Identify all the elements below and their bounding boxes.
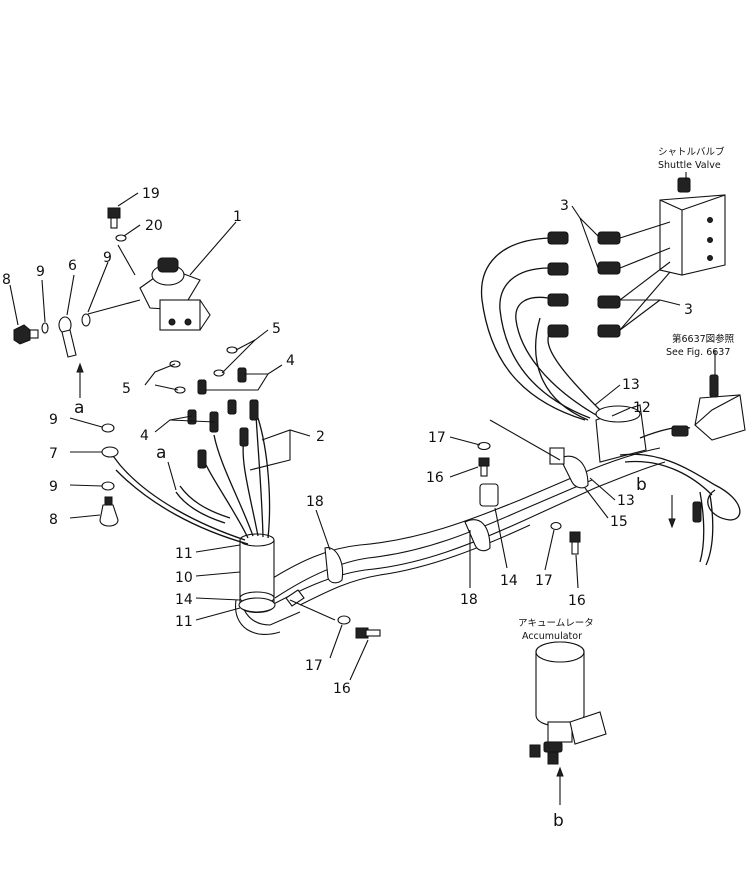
right-valve-and-hose: [619, 374, 746, 566]
callout-9: 9: [36, 264, 45, 280]
callout-14: 14: [500, 573, 518, 589]
callout-labels: 1 19 20 9 6 9 8 5 5 4 4 2 9 7 9 8 11 10 …: [2, 146, 735, 831]
callout-8: 8: [2, 272, 11, 288]
callout-13: 13: [622, 377, 640, 393]
accumulator: [529, 641, 607, 765]
shuttle-valve-label-en: Shuttle Valve: [658, 160, 721, 171]
callout-9: 9: [103, 250, 112, 266]
callout-4: 4: [286, 353, 295, 369]
connector-a-left: a: [74, 398, 84, 418]
callout-17: 17: [428, 430, 446, 446]
see-fig-label-en: See Fig. 6637: [666, 347, 730, 358]
callout-12: 12: [633, 400, 651, 416]
callout-10: 10: [175, 570, 193, 586]
callout-9: 9: [49, 479, 58, 495]
callout-16: 16: [333, 681, 351, 697]
callout-1: 1: [233, 209, 242, 225]
right-hoses: [480, 231, 647, 463]
callout-11: 11: [175, 614, 193, 630]
callout-5: 5: [272, 321, 281, 337]
callout-11: 11: [175, 546, 193, 562]
callout-19: 19: [142, 186, 160, 202]
connector-a-mid: a: [156, 443, 166, 463]
callout-9: 9: [49, 412, 58, 428]
see-fig-label-jp: 第6637図参照: [672, 333, 735, 345]
shuttle-valve: [619, 177, 726, 331]
accumulator-label-en: Accumulator: [522, 631, 582, 642]
accumulator-label-jp: アキュームレータ: [518, 618, 594, 629]
callout-20: 20: [145, 218, 163, 234]
fittings-group: [169, 346, 259, 469]
callout-16: 16: [426, 470, 444, 486]
callout-2: 2: [316, 429, 325, 445]
callout-5: 5: [122, 381, 131, 397]
callout-18: 18: [460, 592, 478, 608]
shuttle-valve-label-jp: シャトルバルブ: [658, 146, 725, 158]
bolts-washers: [337, 441, 581, 639]
callout-4: 4: [140, 428, 149, 444]
callout-7: 7: [49, 446, 58, 462]
callout-14: 14: [175, 592, 193, 608]
callout-8: 8: [49, 512, 58, 528]
callout-3: 3: [684, 302, 693, 318]
callout-6: 6: [68, 258, 77, 274]
callout-17: 17: [535, 573, 553, 589]
callout-3: 3: [560, 198, 569, 214]
leader-lines: [9, 172, 716, 805]
hose-bundle: [109, 414, 666, 635]
pipe-clamps: [285, 447, 589, 607]
callout-13: 13: [617, 493, 635, 509]
callout-17: 17: [305, 658, 323, 674]
callout-15: 15: [610, 514, 628, 530]
control-valve: [139, 257, 211, 331]
connector-b-bottom: b: [553, 811, 564, 831]
callout-16: 16: [568, 593, 586, 609]
callout-18: 18: [306, 494, 324, 510]
connector-b-right: b: [636, 475, 647, 495]
